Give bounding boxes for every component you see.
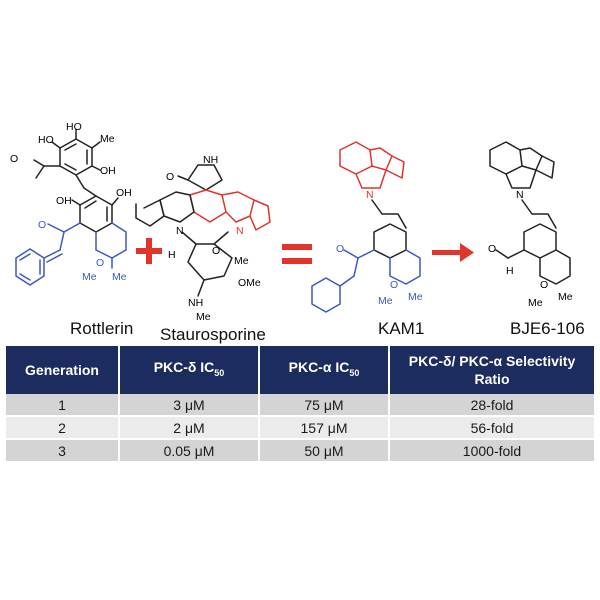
staurosporine-nh-label: NH bbox=[203, 154, 218, 166]
cell-ratio: 1000-fold bbox=[389, 439, 594, 463]
staurosporine-nhme-label: NH bbox=[188, 297, 203, 309]
staurosporine-label: Staurosporine bbox=[160, 325, 266, 344]
cell-pkc-delta: 0.05 μM bbox=[119, 439, 260, 463]
header-generation: Generation bbox=[6, 346, 120, 394]
kam1-structure: N O Me Me O KAM1 bbox=[311, 141, 424, 338]
cell-ratio: 28-fold bbox=[389, 394, 594, 417]
rottlerin-me-label: Me bbox=[100, 133, 115, 145]
kam1-ring-o-label: O bbox=[390, 279, 398, 291]
staurosporine-n-label-2: N bbox=[236, 225, 244, 237]
cell-pkc-delta: 2 μM bbox=[119, 416, 260, 440]
kam1-enone-o-label: O bbox=[336, 243, 344, 255]
rottlerin-label: Rottlerin bbox=[70, 319, 133, 338]
rottlerin-oh-label-3: OH bbox=[116, 187, 132, 199]
staurosporine-ring-o-label: O bbox=[212, 245, 220, 257]
rottlerin-me-label-2: Me bbox=[112, 271, 127, 283]
rottlerin-structure: HO Me OH HO O OH OH O Me Me O bbox=[10, 121, 133, 338]
rottlerin-me-label-3: Me bbox=[82, 271, 97, 283]
bje6-106-label: BJE6-106 bbox=[510, 319, 585, 338]
bje6-106-structure: N O Me Me O H BJE6-106 bbox=[488, 141, 585, 338]
cell-pkc-alpha: 157 μM bbox=[259, 416, 390, 440]
staurosporine-h-label: H bbox=[168, 249, 176, 261]
staurosporine-structure: NH O N N O H Me OMe NH Me Staurosporine bbox=[135, 154, 271, 344]
staurosporine-me-label-2: Me bbox=[196, 311, 211, 323]
rottlerin-enone-o-label: O bbox=[38, 219, 46, 231]
bje6-n-label: N bbox=[516, 189, 524, 201]
rottlerin-oh-label-2: OH bbox=[56, 195, 72, 207]
rottlerin-acetyl-label: O bbox=[10, 153, 18, 165]
rottlerin-ho-label: HO bbox=[66, 121, 82, 133]
staurosporine-me-label: Me bbox=[234, 255, 249, 267]
cell-generation: 1 bbox=[6, 394, 120, 417]
table-header-row: Generation PKC-δ IC50 PKC-α IC50 PKC-δ/ … bbox=[6, 346, 594, 394]
equals-sign bbox=[282, 244, 312, 264]
bje6-aldehyde-h-label: H bbox=[506, 265, 514, 277]
cell-generation: 3 bbox=[6, 439, 120, 463]
table-row: 3 0.05 μM 50 μM 1000-fold bbox=[6, 439, 594, 463]
kam1-me-label: Me bbox=[408, 291, 423, 303]
bje6-ring-o-label: O bbox=[540, 279, 548, 291]
kam1-n-label: N bbox=[366, 189, 374, 201]
header-pkc-alpha-ic50: PKC-α IC50 bbox=[259, 346, 390, 394]
staurosporine-n-label: N bbox=[176, 225, 184, 237]
staurosporine-ome-label: OMe bbox=[238, 277, 261, 289]
rottlerin-oh-label: OH bbox=[100, 165, 116, 177]
selectivity-table: Generation PKC-δ IC50 PKC-α IC50 PKC-δ/ … bbox=[6, 346, 594, 463]
table-row: 1 3 μM 75 μM 28-fold bbox=[6, 394, 594, 417]
bje6-me-label-2: Me bbox=[528, 297, 543, 309]
cell-pkc-alpha: 75 μM bbox=[259, 394, 390, 417]
reaction-scheme: HO Me OH HO O OH OH O Me Me O bbox=[10, 121, 585, 344]
staurosporine-o-label: O bbox=[166, 171, 174, 183]
header-pkc-delta-ic50: PKC-δ IC50 bbox=[119, 346, 260, 394]
kam1-me-label-2: Me bbox=[378, 295, 393, 307]
bje6-aldehyde-o-label: O bbox=[488, 243, 496, 255]
cell-pkc-alpha: 50 μM bbox=[259, 439, 390, 463]
rottlerin-ho-label-2: HO bbox=[38, 134, 54, 146]
plus-sign bbox=[136, 238, 162, 264]
cell-generation: 2 bbox=[6, 416, 120, 440]
kam1-label: KAM1 bbox=[378, 319, 424, 338]
bje6-me-label: Me bbox=[558, 291, 573, 303]
cell-ratio: 56-fold bbox=[389, 416, 594, 440]
reaction-arrow bbox=[432, 243, 474, 262]
cell-pkc-delta: 3 μM bbox=[119, 394, 260, 417]
rottlerin-ring-o-label: O bbox=[96, 257, 104, 269]
table-row: 2 2 μM 157 μM 56-fold bbox=[6, 416, 594, 440]
